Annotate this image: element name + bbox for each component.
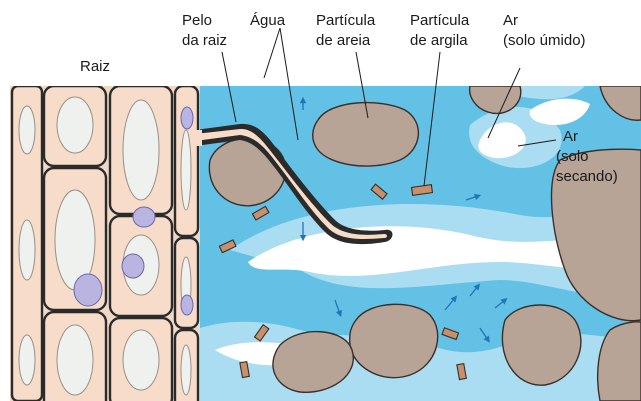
label-ar-secando-3: secando) — [556, 168, 618, 186]
label-pelo-da-raiz-2: da raiz — [182, 32, 227, 50]
label-particula-argila-1: Partícula — [410, 12, 469, 30]
label-agua: Água — [250, 12, 285, 30]
label-particula-areia-1: Partícula — [316, 12, 375, 30]
label-pelo-da-raiz-1: Pelo — [182, 12, 212, 30]
label-particula-argila-2: de argila — [410, 32, 468, 50]
label-ar-umido-2: (solo úmido) — [503, 32, 586, 50]
sand-particle-1 — [313, 103, 419, 167]
label-ar-secando-2: (solo — [556, 148, 589, 166]
label-raiz: Raiz — [80, 58, 110, 76]
label-ar-umido-1: Ar — [503, 12, 518, 30]
label-particula-areia-2: de areia — [316, 32, 370, 50]
leader-agua-1 — [264, 28, 280, 78]
root-cells — [10, 86, 200, 401]
sand-particle-4 — [350, 304, 438, 377]
label-ar-secando-1: Ar — [563, 128, 578, 146]
